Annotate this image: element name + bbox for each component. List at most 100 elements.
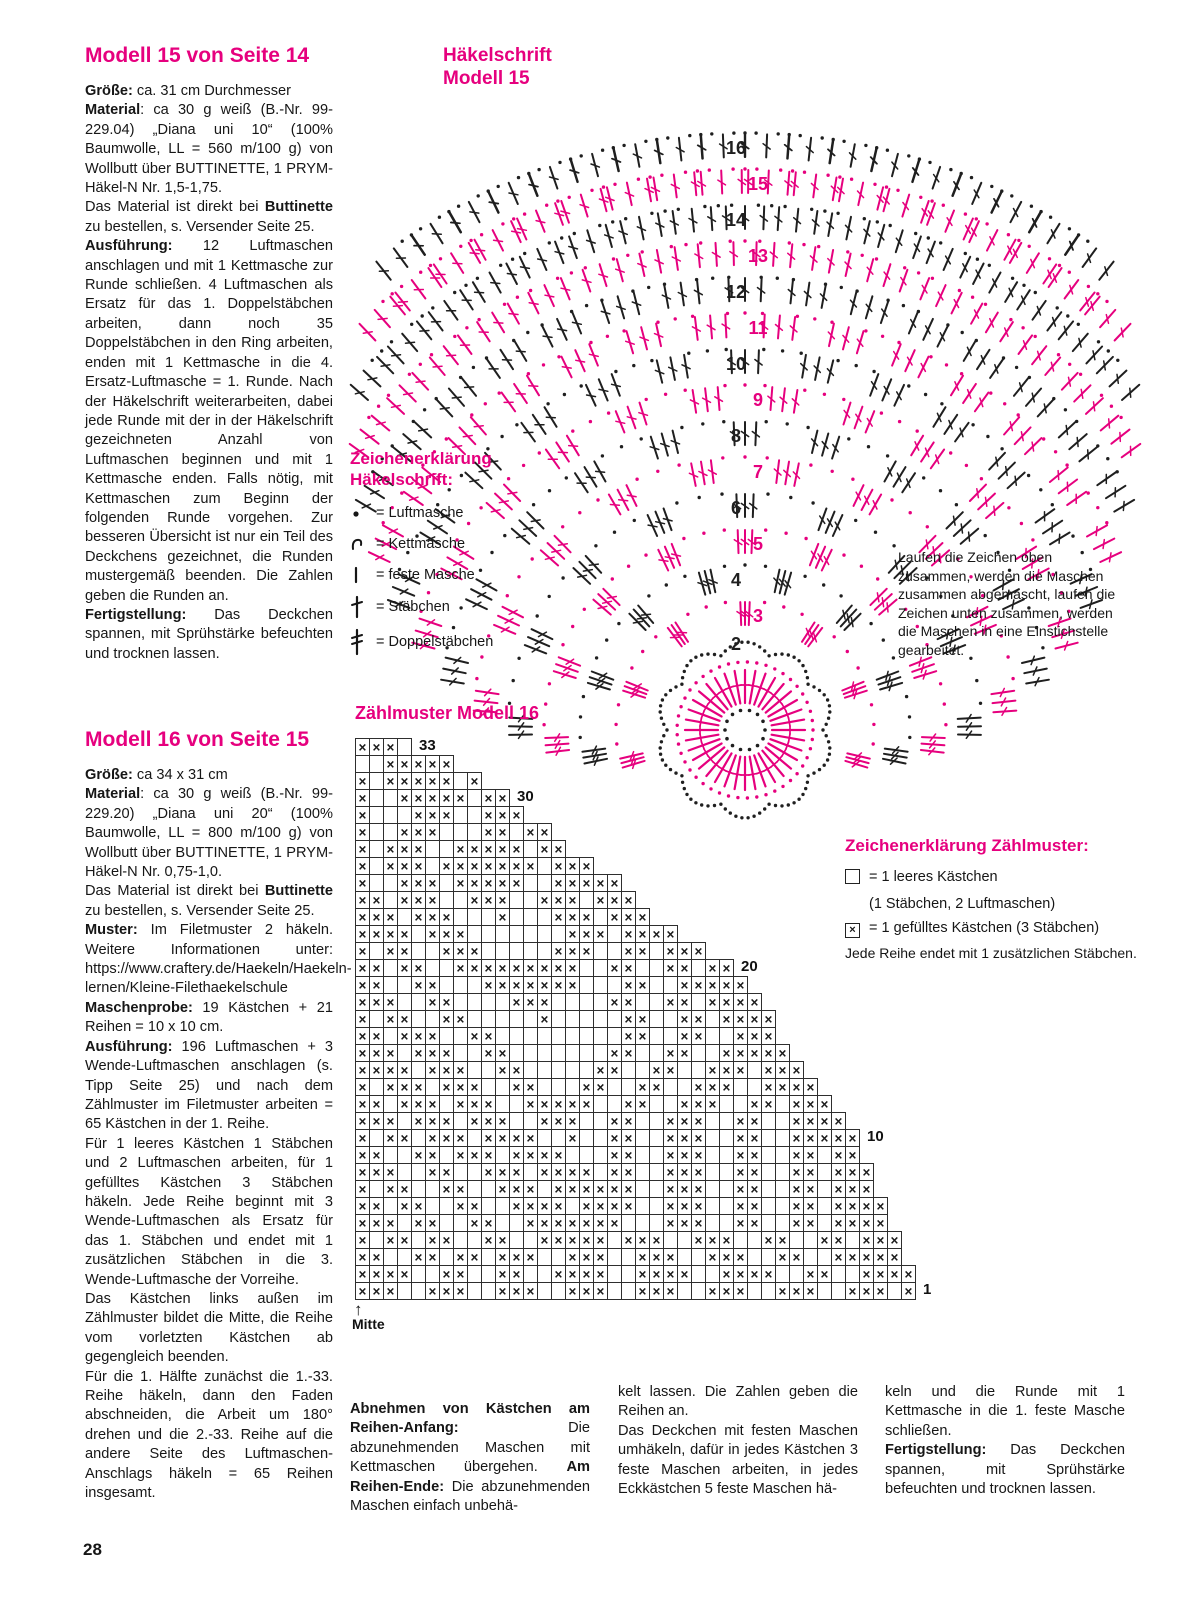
grid-cell: × bbox=[537, 1214, 552, 1232]
grid-cell: × bbox=[621, 1231, 636, 1249]
grid-cell: × bbox=[411, 789, 426, 807]
grid-cell: × bbox=[495, 806, 510, 824]
grid-cell bbox=[579, 1044, 594, 1062]
grid-cell: × bbox=[593, 1282, 608, 1300]
grid-cell: × bbox=[663, 993, 678, 1011]
grid-cell: × bbox=[383, 1061, 398, 1079]
grid-cell: × bbox=[607, 1180, 622, 1198]
grid-cell: × bbox=[481, 891, 496, 909]
grid-cell: × bbox=[397, 1231, 412, 1249]
grid-cell bbox=[383, 823, 398, 841]
grid-cell: × bbox=[481, 1095, 496, 1113]
grid-cell bbox=[635, 1163, 650, 1181]
grid-cell bbox=[635, 1129, 650, 1147]
grid-cell: × bbox=[747, 1180, 762, 1198]
grid-cell: × bbox=[747, 1095, 762, 1113]
grid-cell: × bbox=[607, 891, 622, 909]
grid-cell bbox=[649, 1027, 664, 1045]
grid-cell: × bbox=[425, 1061, 440, 1079]
grid-cell bbox=[383, 1197, 398, 1215]
grid-cell: × bbox=[579, 942, 594, 960]
grid-cell: × bbox=[369, 738, 384, 756]
grid-cell: × bbox=[579, 1163, 594, 1181]
grid-cell: × bbox=[467, 1214, 482, 1232]
grid-cell bbox=[509, 1027, 524, 1045]
grid-cell: × bbox=[411, 840, 426, 858]
grid-cell: × bbox=[565, 1180, 580, 1198]
grid-cell: × bbox=[523, 976, 538, 994]
grid-cell bbox=[593, 942, 608, 960]
grid-cell: × bbox=[355, 1129, 370, 1147]
grid-cell: × bbox=[551, 976, 566, 994]
grid-row: ×××××××××××××××××× bbox=[355, 976, 916, 994]
round-number: 14 bbox=[726, 210, 746, 230]
grid-cell: × bbox=[705, 1282, 720, 1300]
grid-cell: × bbox=[747, 993, 762, 1011]
grid-cell bbox=[761, 1163, 776, 1181]
grid-cell bbox=[887, 1282, 902, 1300]
grid-cell: × bbox=[369, 1146, 384, 1164]
grid-cell bbox=[397, 738, 412, 756]
grid-cell: × bbox=[649, 1078, 664, 1096]
grid-cell: × bbox=[579, 1248, 594, 1266]
grid-cell bbox=[467, 1180, 482, 1198]
grid-cell bbox=[551, 1282, 566, 1300]
grid-cell: × bbox=[607, 908, 622, 926]
grid-cell: × bbox=[523, 1282, 538, 1300]
grid-cell: × bbox=[411, 806, 426, 824]
grid-cell: × bbox=[803, 1197, 818, 1215]
grid-cell: × bbox=[355, 1231, 370, 1249]
grid-row: ××××××××××××××××××× bbox=[355, 1061, 916, 1079]
doppelstaebchen-icon bbox=[350, 628, 376, 656]
grid-row: ××××× bbox=[355, 755, 916, 773]
grid-cell: × bbox=[383, 1010, 398, 1028]
grid-cell: × bbox=[607, 1214, 622, 1232]
grid-cell bbox=[495, 925, 510, 943]
grid-cell bbox=[593, 1010, 608, 1028]
grid-cell bbox=[607, 1248, 622, 1266]
grid-cell: × bbox=[439, 1044, 454, 1062]
grid-cell: × bbox=[607, 1129, 622, 1147]
grid-cell bbox=[481, 925, 496, 943]
grid-cell bbox=[369, 857, 384, 875]
grid-cell: × bbox=[565, 1112, 580, 1130]
round-number: 7 bbox=[753, 462, 763, 482]
grid-cell bbox=[397, 993, 412, 1011]
grid-cell: × bbox=[439, 1112, 454, 1130]
haekelschrift-title-line2: Modell 15 bbox=[443, 68, 530, 89]
grid-cell bbox=[649, 1095, 664, 1113]
grid-cell bbox=[593, 1129, 608, 1147]
grid-cell: × bbox=[621, 993, 636, 1011]
grid-cell: × bbox=[453, 959, 468, 977]
grid-cell: × bbox=[817, 1129, 832, 1147]
grid-cell bbox=[355, 755, 370, 773]
paragraph: Das Deckchen mit festen Maschen umhäkeln… bbox=[618, 1422, 858, 1498]
grid-cell: × bbox=[803, 1112, 818, 1130]
grid-cell: × bbox=[509, 1129, 524, 1147]
grid-cell: × bbox=[691, 1197, 706, 1215]
paragraph: Muster: Im Filetmuster 2 häkeln. Weitere… bbox=[85, 922, 352, 997]
legend-zaehlmuster-items: = 1 leeres Kästchen(1 Stäbchen, 2 Luftma… bbox=[845, 868, 1180, 938]
grid-cell: × bbox=[621, 1044, 636, 1062]
grid-cell bbox=[593, 976, 608, 994]
grid-cell: × bbox=[593, 1248, 608, 1266]
grid-cell: × bbox=[411, 857, 426, 875]
grid-cell: × bbox=[369, 1214, 384, 1232]
grid-cell bbox=[761, 1248, 776, 1266]
grid-cell: × bbox=[425, 1129, 440, 1147]
grid-cell: × bbox=[411, 1248, 426, 1266]
grid-cell: × bbox=[719, 1265, 734, 1283]
grid-cell: × bbox=[677, 1214, 692, 1232]
grid-cell bbox=[411, 1010, 426, 1028]
grid-cell: × bbox=[635, 1078, 650, 1096]
grid-cell bbox=[453, 772, 468, 790]
grid-cell bbox=[747, 1282, 762, 1300]
grid-cell bbox=[467, 1282, 482, 1300]
grid-cell: × bbox=[355, 993, 370, 1011]
grid-cell: × bbox=[355, 1248, 370, 1266]
legend-zaehlmuster-note: Jede Reihe endet mit 1 zusätzlichen Stäb… bbox=[845, 945, 1137, 961]
grid-cell: × bbox=[803, 1163, 818, 1181]
grid-cell: × bbox=[719, 1061, 734, 1079]
round-number: 4 bbox=[731, 570, 741, 590]
grid-cell: × bbox=[761, 1078, 776, 1096]
